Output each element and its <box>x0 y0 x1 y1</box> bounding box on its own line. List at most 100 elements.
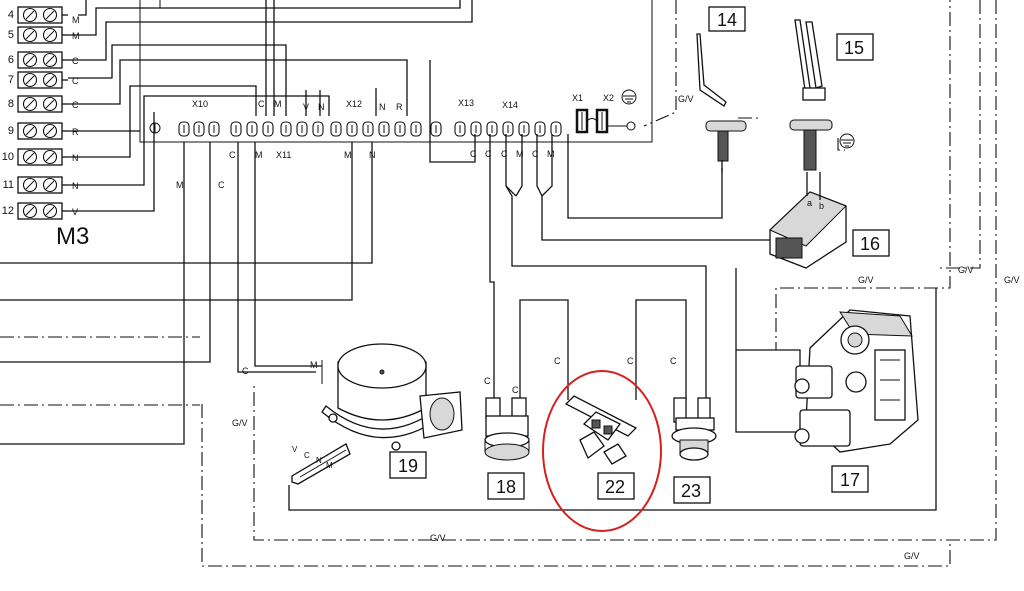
transformer-terminal-label: b <box>819 201 824 211</box>
control-board: X10 X11 X12 X13 X14 X1 X2 C M V N N R C … <box>139 0 653 160</box>
thermostat-18: 18 <box>484 397 530 500</box>
connector-x11-label: X11 <box>276 150 291 160</box>
component-23-box <box>673 476 711 504</box>
thermostat-23: 23 <box>671 397 717 504</box>
terminal-row: 12 V <box>2 202 78 220</box>
terminal-number: 11 <box>3 179 14 191</box>
earth-icon <box>839 133 855 149</box>
component-number: 16 <box>860 234 880 254</box>
wire-label: C <box>554 356 561 366</box>
earth-label: G/V <box>904 551 920 561</box>
component-22-box <box>597 472 635 500</box>
pin-label: M <box>255 150 263 160</box>
component-number: 15 <box>844 38 864 58</box>
terminal-wire-label: M <box>72 31 80 41</box>
component-15-box <box>836 33 874 61</box>
terminal-number: 4 <box>8 9 14 21</box>
terminal-wire-label: M <box>72 15 80 25</box>
terminal-number: 12 <box>2 205 14 217</box>
fan-connector-label: M <box>326 461 333 470</box>
terminal-block-label: M3 <box>56 223 89 250</box>
component-number: 19 <box>398 456 418 476</box>
wiring-left: M C M C <box>0 142 373 445</box>
connector-x14-label: X14 <box>502 100 518 110</box>
pin-label: C <box>229 150 236 160</box>
pin-label: C <box>470 149 477 159</box>
component-number: 23 <box>681 481 701 501</box>
wire-label: C <box>484 376 491 386</box>
component-number: 17 <box>840 470 860 490</box>
pin-label: M <box>547 149 555 159</box>
pin-label: M <box>274 99 282 109</box>
connector-x10-label: X10 <box>192 99 208 109</box>
wire-label: C <box>218 180 225 190</box>
component-number: 14 <box>717 10 737 30</box>
fan: V C N M 19 <box>291 343 463 485</box>
terminal-number: 7 <box>8 74 14 86</box>
pin-label: C <box>501 149 508 159</box>
terminal-wire-label: C <box>72 76 79 86</box>
component-14-box <box>708 6 746 32</box>
component-16-box <box>852 229 890 257</box>
earth-label: G/V <box>678 94 694 104</box>
earth-label: G/V <box>958 265 974 275</box>
terminal-wire-label: V <box>72 207 78 217</box>
terminal-wire-label: C <box>72 56 79 66</box>
connector-x1-label: X1 <box>572 93 583 103</box>
component-19-box <box>389 451 427 479</box>
terminal-wire-label: N <box>72 153 79 163</box>
wire-label: C <box>670 356 677 366</box>
wire-label: M <box>310 360 318 370</box>
pin-label: N <box>318 102 325 112</box>
fan-connector-label: V <box>292 445 298 454</box>
pin-label: C <box>258 99 265 109</box>
board-outline <box>139 0 653 143</box>
terminal-wire-label: C <box>72 100 79 110</box>
pin-label: C <box>485 149 492 159</box>
terminal-number: 6 <box>8 54 14 66</box>
terminal-row: 11 N <box>3 176 79 194</box>
wiring-right: C C C C C <box>484 134 801 433</box>
pin-label: M <box>344 150 352 160</box>
connector-x13-label: X13 <box>458 98 474 108</box>
ionisation-electrode: 14 <box>696 6 747 172</box>
earth-icon <box>621 89 637 105</box>
wire-label: C <box>512 385 519 395</box>
pin-label: R <box>396 102 403 112</box>
connector-x2-label: X2 <box>603 93 614 103</box>
transformer-terminal-label: a <box>807 198 812 208</box>
wire-label: C <box>242 366 249 376</box>
wiring-top <box>68 0 476 212</box>
connector-x12-label: X12 <box>346 99 362 109</box>
terminal-number: 8 <box>8 98 14 110</box>
ignition-electrode: 15 <box>789 19 874 171</box>
earth-label: G/V <box>430 533 446 543</box>
gas-valve: 17 <box>794 309 919 493</box>
terminal-wire-label: R <box>72 127 79 137</box>
fan-connector-label: C <box>304 451 310 460</box>
terminal-number: 10 <box>2 151 14 163</box>
terminal-wire-label: N <box>72 181 79 191</box>
earth-label: G/V <box>858 275 874 285</box>
component-number: 22 <box>605 477 625 497</box>
pin-label: C <box>532 149 539 159</box>
component-18-box <box>487 472 525 500</box>
board-terminals <box>178 121 562 137</box>
component-number: 18 <box>496 477 516 497</box>
terminal-number: 5 <box>8 29 14 41</box>
component-17-box <box>831 465 869 493</box>
ignition-transformer: a b 16 <box>769 172 890 269</box>
wire-label: C <box>627 356 634 366</box>
earth-label: G/V <box>232 418 248 428</box>
earth-label: G/V <box>1004 275 1020 285</box>
fan-connector-label: N <box>316 456 322 465</box>
pin-label: N <box>379 102 386 112</box>
